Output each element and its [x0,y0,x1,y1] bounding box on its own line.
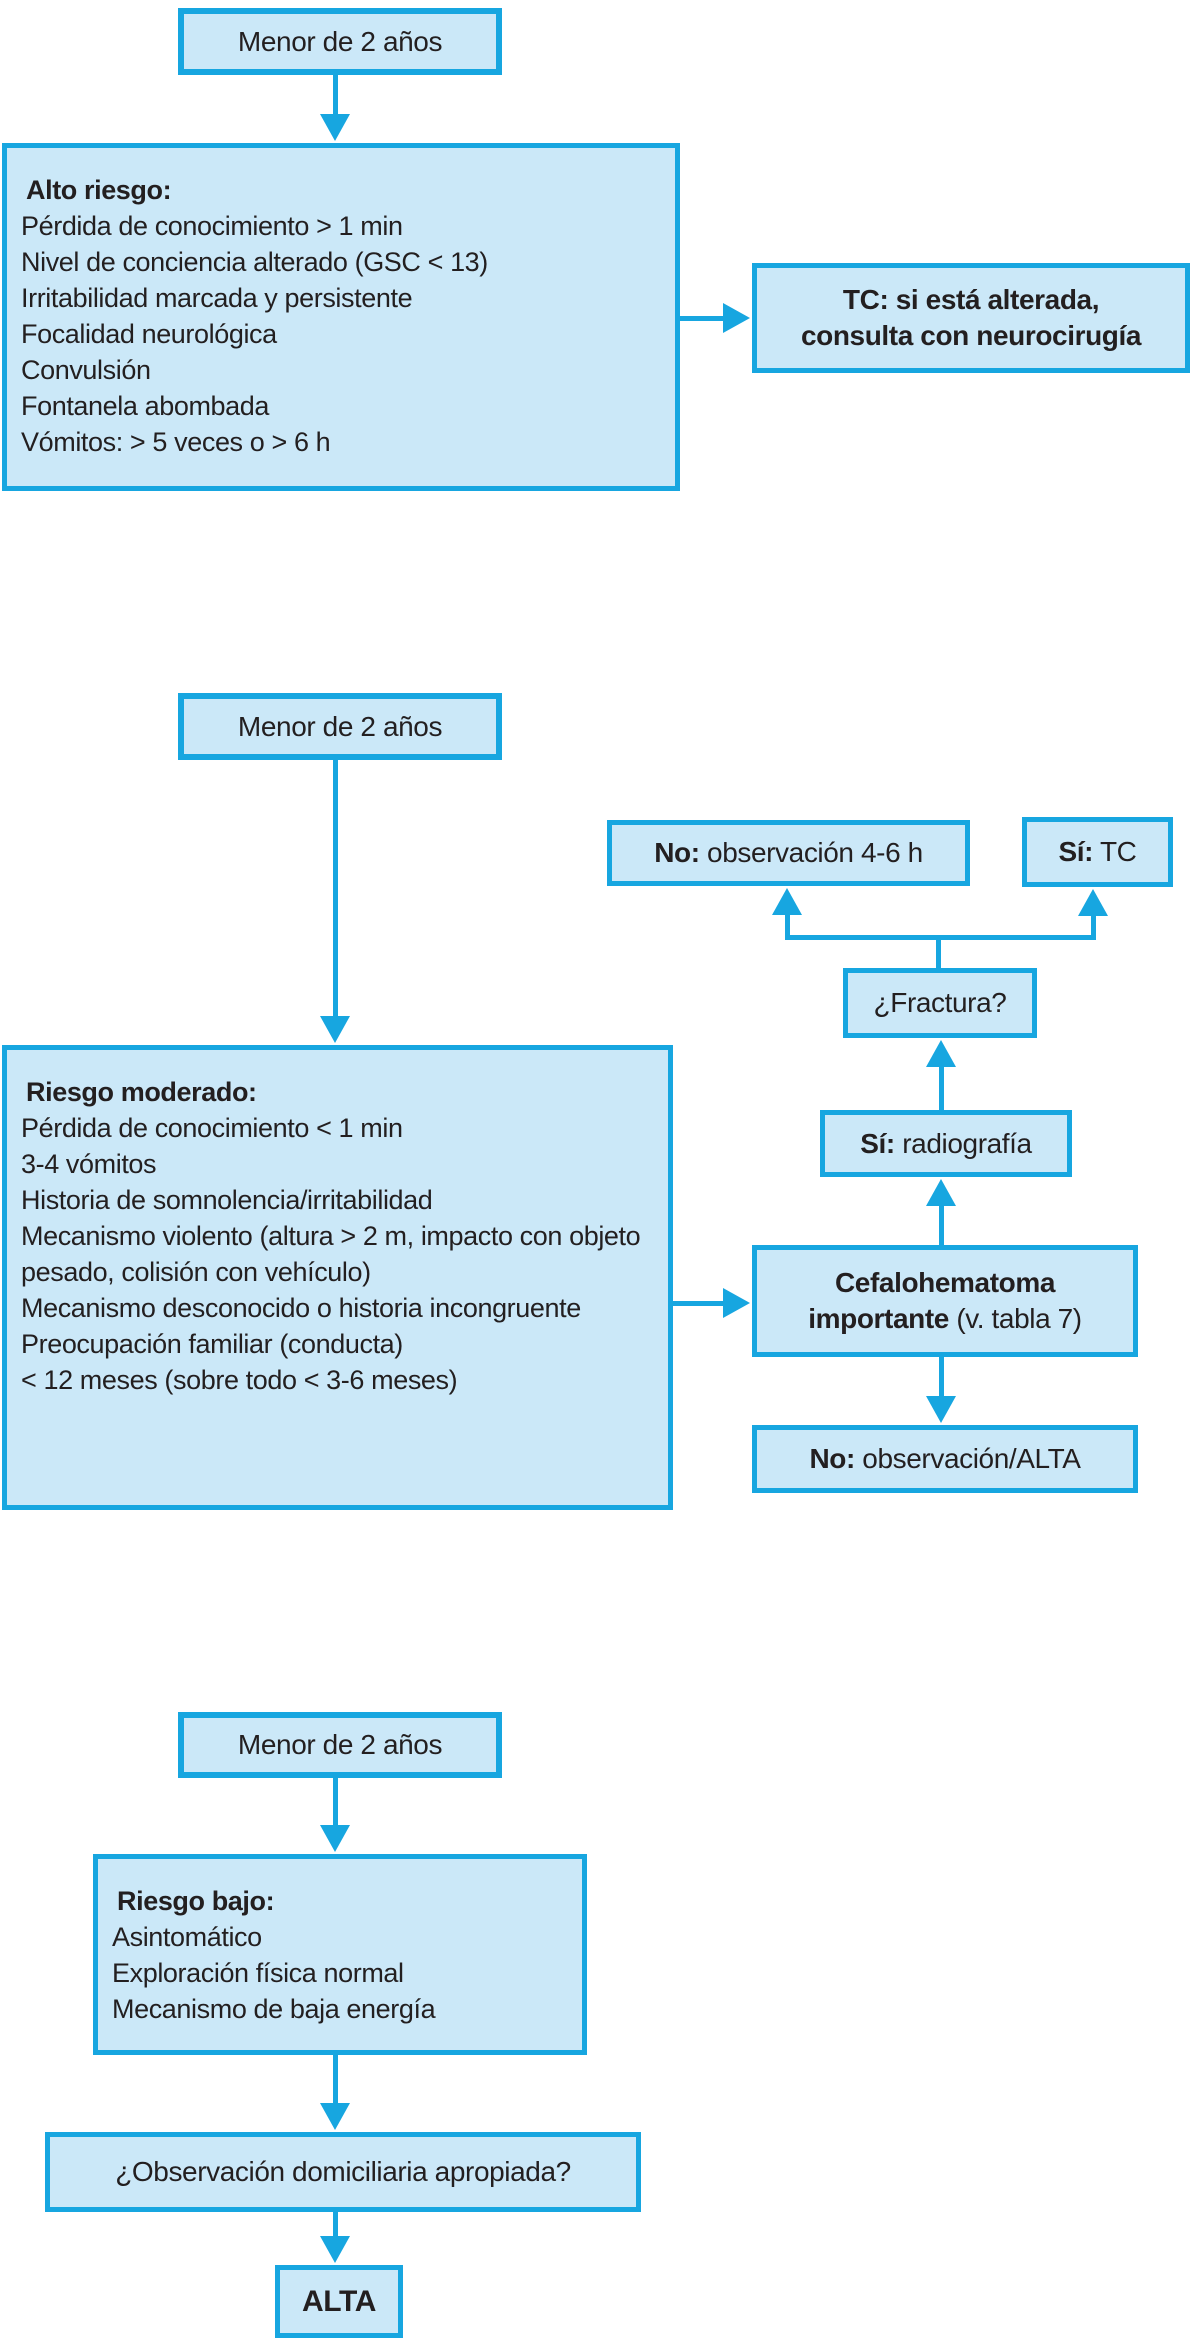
node-observacion-domiciliaria-line-0: ¿Observación domiciliaria apropiada? [115,2154,571,2190]
arrow-bajo-to-observacion-domiciliaria [333,2055,338,2105]
node-si-radiografia-text: Sí: [860,1127,895,1159]
arrow-cefalohematoma-to-no-alta [939,1357,944,1398]
node-alto-riesgo-item-2: Irritabilidad marcada y persistente [21,283,413,313]
arrow-branch-to-si-tc-head [1078,889,1108,916]
arrow-cefalohematoma-to-no-alta-head [926,1396,956,1423]
node-menor-2-anos-3: Menor de 2 años [178,1712,502,1778]
node-riesgo-moderado: Riesgo moderado:Pérdida de conocimiento … [2,1045,673,1510]
node-riesgo-moderado-items: Pérdida de conocimiento < 1 min 3-4 vómit… [21,1110,652,1398]
arrow-bajo-to-observacion-domiciliaria-head [320,2103,350,2130]
node-riesgo-moderado-item-3: Mecanismo violento (altura > 2 m, impact… [21,1221,641,1287]
node-alto-riesgo-title: Alto riesgo: [26,175,172,205]
node-alta: ALTA [275,2265,403,2338]
arrow-branch-to-no-observacion [785,913,790,940]
node-alto-riesgo-item-1: Nivel de conciencia alterado (GSC < 13) [21,247,488,277]
node-riesgo-moderado-title: Riesgo moderado: [26,1077,257,1107]
arrow-radiografia-to-fractura [939,1065,944,1110]
node-riesgo-bajo-item-2: Mecanismo de baja energía [112,1994,436,2024]
node-cefalohematoma-text: Cefalohematoma [834,1267,1055,1298]
arrow-observacion-to-alta [333,2212,338,2238]
arrow-cefalohematoma-to-radiografia-head [926,1179,956,1206]
node-fractura-line-0: ¿Fractura? [874,985,1007,1021]
node-si-radiografia-text: radiografía [894,1127,1032,1159]
node-riesgo-bajo-title: Riesgo bajo: [117,1886,275,1916]
node-menor-2-anos-3-line-0: Menor de 2 años [237,1727,443,1763]
arrow-observacion-to-alta-head [320,2236,350,2263]
node-alto-riesgo-item-3: Focalidad neurológica [21,319,277,349]
stub-fractura-to-branch [936,935,941,968]
node-riesgo-bajo-item-0: Asintomático [112,1922,262,1952]
node-alto-riesgo-item-0: Pérdida de conocimiento > 1 min [21,211,403,241]
node-fractura-text: ¿Fractura? [873,987,1007,1018]
node-tc-neurocirugia-line-1: consulta con neurocirugía [801,318,1141,354]
node-tc-neurocirugia-text: TC: si está alterada, [842,284,1100,315]
arrow-menor3-to-riesgo-bajo-head [320,1825,350,1852]
node-menor-2-anos-3-text: Menor de 2 años [237,1729,443,1760]
node-riesgo-moderado-item-1: 3-4 vómitos [21,1149,157,1179]
node-cefalohematoma-line-0: Cefalohematoma [835,1265,1055,1301]
node-si-radiografia: Sí: radiografía [820,1110,1072,1177]
node-si-tc-text: TC [1093,836,1137,867]
node-riesgo-moderado-item-4: Mecanismo desconocido o historia incongr… [21,1293,581,1323]
node-no-observacion-alta-line-0: No: observación/ALTA [809,1441,1080,1477]
arrow-branch-to-no-observacion-head [772,888,802,915]
node-menor-2-anos-2-line-0: Menor de 2 años [237,709,443,745]
node-tc-neurocirugia-text: consulta con neurocirugía [800,320,1142,351]
node-riesgo-moderado-item-0: Pérdida de conocimiento < 1 min [21,1113,403,1143]
node-riesgo-moderado-item-2: Historia de somnolencia/irritabilidad [21,1185,433,1215]
node-alto-riesgo-item-4: Convulsión [21,355,151,385]
arrow-menor3-to-riesgo-bajo [333,1778,338,1827]
arrow-alto-riesgo-to-tc-head [723,303,750,333]
arrow-branch-to-si-tc [1091,914,1096,940]
arrow-menor2-to-riesgo-moderado [333,760,338,1018]
node-tc-neurocirugia-line-0: TC: si está alterada, [842,282,1100,318]
node-cefalohematoma-line-1: importante (v. tabla 7) [808,1301,1082,1337]
arrow-menor1-to-alto-riesgo-head [320,114,350,141]
arrow-cefalohematoma-to-radiografia [939,1204,944,1245]
node-tc-neurocirugia: TC: si está alterada, consulta con neuroc… [752,263,1190,373]
node-observacion-domiciliaria: ¿Observación domiciliaria apropiada? [45,2132,641,2212]
node-riesgo-moderado-item-5: Preocupación familiar (conducta) [21,1329,403,1359]
arrow-moderado-to-cefalohematoma [673,1301,725,1306]
node-riesgo-bajo-item-1: Exploración física normal [112,1958,404,1988]
arrow-menor2-to-riesgo-moderado-head [320,1016,350,1043]
node-observacion-domiciliaria-text: ¿Observación domiciliaria apropiada? [115,2156,571,2187]
arrow-radiografia-to-fractura-head [926,1040,956,1067]
node-no-observacion-alta-text: No: [809,1443,855,1474]
node-alto-riesgo: Alto riesgo:Pérdida de conocimiento > 1 … [2,143,680,491]
node-si-tc-line-0: Sí: TC [1059,834,1137,870]
arrow-moderado-to-cefalohematoma-head [723,1288,750,1318]
arrow-alto-riesgo-to-tc [680,316,725,321]
node-menor-2-anos-2-text: Menor de 2 años [237,710,443,742]
node-alto-riesgo-item-6: Vómitos: > 5 veces o > 6 h [21,427,331,457]
node-menor-2-anos-1: Menor de 2 años [178,8,502,75]
node-si-tc: Sí: TC [1022,817,1173,887]
node-cefalohematoma-text: importante [808,1303,949,1334]
node-no-observacion-4-6h-line-0: No: observación 4-6 h [654,835,923,871]
node-menor-2-anos-1-line-0: Menor de 2 años [237,24,443,60]
node-cefalohematoma-text: (v. tabla 7) [948,1303,1082,1334]
node-menor-2-anos-1-text: Menor de 2 años [237,25,443,57]
node-alta-line-0: ALTA [302,2284,376,2320]
arrow-menor1-to-alto-riesgo [333,75,338,116]
node-si-tc-text: Sí: [1058,836,1094,867]
node-fractura: ¿Fractura? [843,968,1037,1038]
node-no-observacion-alta: No: observación/ALTA [752,1425,1138,1493]
node-no-observacion-4-6h-text: No: [654,837,700,868]
node-alta-text: ALTA [302,2284,376,2318]
node-no-observacion-4-6h: No: observación 4-6 h [607,820,970,886]
node-no-observacion-4-6h-text: observación 4-6 h [699,837,923,868]
node-no-observacion-alta-text: observación/ALTA [854,1443,1081,1474]
node-alto-riesgo-item-5: Fontanela abombada [21,391,269,421]
node-riesgo-moderado-item-6: < 12 meses (sobre todo < 3-6 meses) [21,1365,458,1395]
node-menor-2-anos-2: Menor de 2 años [178,693,502,760]
node-si-radiografia-line-0: Sí: radiografía [860,1126,1032,1162]
